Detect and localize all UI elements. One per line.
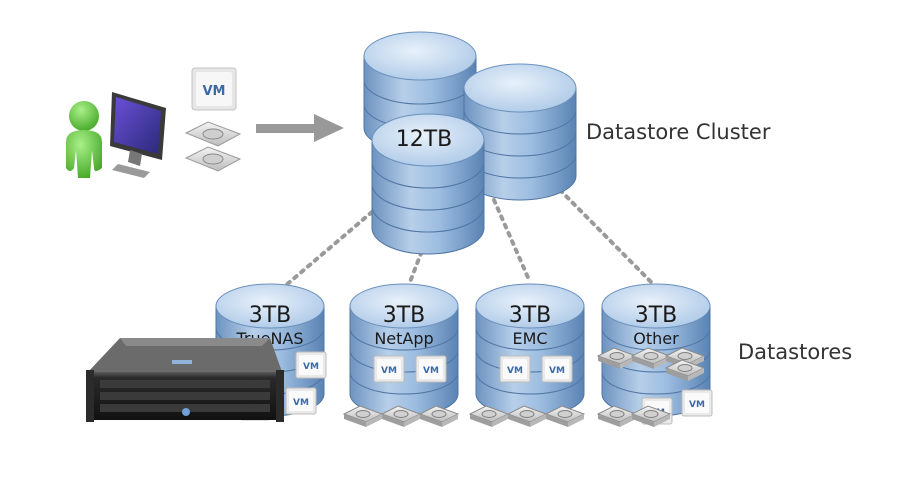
disk-icon (596, 347, 638, 369)
datastore-name: Other (633, 329, 679, 348)
datastore-cylinder (601, 283, 711, 417)
datastore-capacity: 3TB (635, 303, 678, 328)
datastore-capacity: 3TB (383, 303, 426, 328)
connector-other (558, 188, 657, 288)
datastore-capacity: 3TB (509, 303, 552, 328)
vm-badge: VM (541, 355, 573, 383)
disk-icon (468, 405, 510, 427)
cluster-cylinder-front (371, 113, 485, 255)
vm-badge-label: VM (423, 366, 439, 376)
datastore-name: NetApp (374, 329, 433, 348)
vm-badge: VM (373, 355, 405, 383)
vm-badge: VM (295, 351, 327, 379)
disk-icon (342, 405, 384, 427)
datastore-4: 3TBOtherVMVM (596, 283, 713, 427)
datastore-capacity: 3TB (249, 303, 292, 328)
vm-badge-source-label: VM (203, 84, 226, 99)
vm-badge: VM (415, 355, 447, 383)
vm-badge: VM (285, 387, 317, 415)
vm-badge: VM (499, 355, 531, 383)
source-group: VM (66, 67, 242, 178)
disk-icon (630, 347, 672, 369)
disk-icon (418, 405, 460, 427)
connector-truenas (283, 210, 374, 288)
vm-badge-label: VM (303, 362, 319, 372)
vm-badge-label: VM (381, 366, 397, 376)
disk-icon (544, 405, 586, 427)
vm-badge-source: VM (191, 67, 237, 111)
datastore-cluster (363, 31, 577, 255)
vm-badge-label: VM (549, 366, 565, 376)
connector-emc (492, 198, 532, 284)
datastore-cluster-label: Datastore Cluster (586, 120, 771, 144)
monitor-icon (110, 92, 166, 178)
arrow-icon (256, 114, 344, 142)
datastores-row: 3TBTrueNASVMVMVM3TBNetAppVMVM3TBEMCVMVM3… (215, 283, 713, 427)
datastores-label: Datastores (738, 340, 853, 364)
datastore-name: EMC (512, 329, 547, 348)
vm-badge-label: VM (689, 400, 705, 410)
vm-badge-label: VM (293, 398, 309, 408)
vm-badge: VM (681, 389, 713, 417)
vm-badge-label: VM (507, 366, 523, 376)
user-icon (66, 101, 102, 178)
cluster-capacity: 12TB (396, 127, 453, 152)
cluster-cylinder-back-right (463, 63, 577, 201)
disk-icon (380, 405, 422, 427)
disk-icon (630, 405, 672, 427)
disk-icon (664, 359, 706, 381)
disk-stack-source (184, 121, 242, 172)
server-appliance-icon (86, 338, 284, 422)
